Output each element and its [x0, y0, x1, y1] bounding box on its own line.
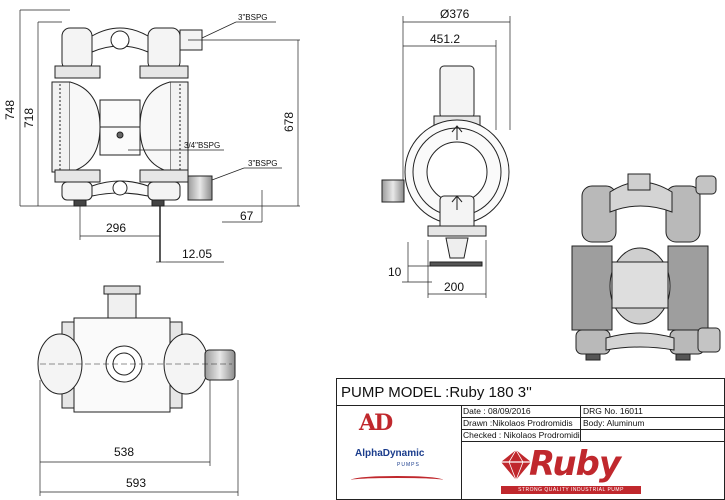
- dim-12-05: 12.05: [182, 247, 212, 261]
- logo-company-sub: PUMPS: [397, 462, 420, 468]
- dim-67: 67: [240, 209, 254, 223]
- label-3in-bspg-inlet: 3"BSPG: [248, 159, 278, 168]
- dim-593: 593: [126, 476, 146, 490]
- ruby-gem-icon: [501, 449, 531, 482]
- ruby-brand-name: Ruby: [529, 444, 621, 484]
- dim-718: 718: [22, 108, 36, 128]
- drawn-by: Drawn :Nikolaos Prodromidis: [461, 418, 581, 430]
- logo-company-name: AlphaDynamic: [355, 448, 425, 459]
- front-view-dimensions: [19, 9, 300, 263]
- title-block: PUMP MODEL :Ruby 180 3'' AD AlphaDynamic…: [336, 378, 725, 500]
- dim-296: 296: [106, 221, 126, 235]
- label-3-4in-bspg-air: 3/4"BSPG: [184, 141, 220, 150]
- dim-10: 10: [388, 265, 402, 279]
- dim-451-2: 451.2: [430, 32, 460, 46]
- drawing-date: Date : 08/09/2016: [461, 406, 581, 418]
- dim-748: 748: [3, 100, 17, 120]
- side-view-dimensions: [402, 16, 511, 298]
- alphadynamic-logo: AD AlphaDynamic PUMPS: [337, 406, 462, 499]
- dim-678: 678: [282, 112, 296, 132]
- dim-538: 538: [114, 445, 134, 459]
- label-3in-bspg-outlet: 3"BSPG: [238, 13, 268, 22]
- side-view: [381, 65, 510, 267]
- pump-model-title: PUMP MODEL :Ruby 180 3'': [337, 379, 724, 406]
- ruby-brand-logo: Ruby STRONG QUALITY INDUSTRIAL PUMP: [461, 442, 724, 499]
- top-view: [37, 285, 236, 413]
- front-view: [51, 27, 213, 262]
- dim-diameter-376: Ø376: [440, 7, 470, 21]
- drawing-number: DRG No. 16011: [581, 406, 724, 418]
- empty-cell: [581, 430, 724, 442]
- dim-200: 200: [444, 280, 464, 294]
- checked-by: Checked : Nikolaos Prodromidis: [461, 430, 581, 442]
- logo-ad-mark: AD: [359, 410, 393, 436]
- logo-swoosh-icon: [351, 476, 443, 484]
- top-view-dimensions: [39, 380, 239, 496]
- ruby-tagline: STRONG QUALITY INDUSTRIAL PUMP: [501, 486, 641, 494]
- isometric-view: [571, 173, 721, 361]
- body-material: Body: Aluminum: [581, 418, 724, 430]
